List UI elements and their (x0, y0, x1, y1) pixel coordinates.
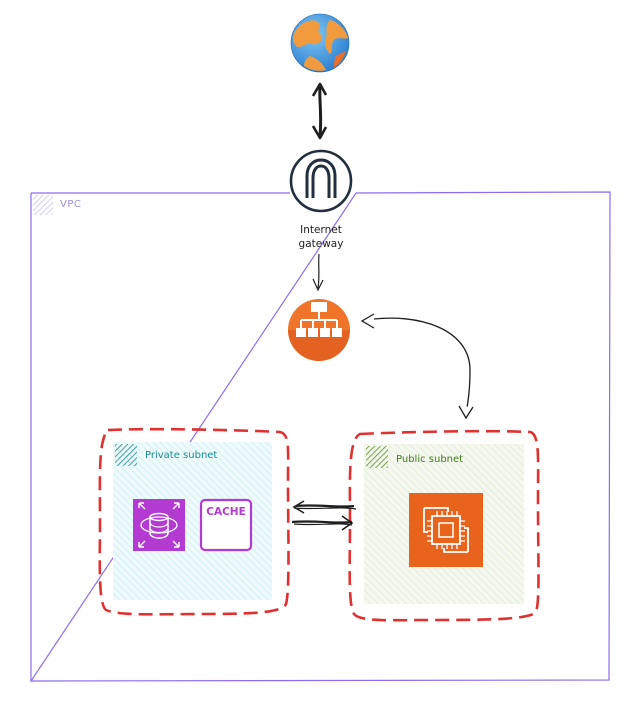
private-subnet-label: Private subnet (145, 450, 218, 461)
elasticache-label: CACHE (206, 506, 246, 518)
public-subnet-label: Public subnet (396, 454, 464, 465)
vpc-label: VPC (60, 199, 82, 210)
subnet-connection-arrows (291, 500, 357, 531)
internet-gateway-label: Internet gateway (281, 223, 361, 251)
elb-ec2-arrow (360, 313, 474, 420)
gateway-elb-arrow (312, 253, 324, 292)
vpc-boundary (29, 191, 611, 682)
public-subnet-icon (366, 446, 388, 468)
internet-gateway-label-line1: Internet (300, 224, 342, 236)
vpc-icon (33, 195, 53, 215)
load-balancer-icon (288, 299, 350, 361)
elasticache-icon: CACHE (199, 498, 253, 552)
rds-database-icon (133, 499, 185, 551)
ec2-instance-icon (409, 493, 483, 567)
globe-icon (290, 13, 350, 73)
internet-gateway-label-line2: gateway (298, 238, 344, 250)
globe-gateway-arrow (311, 82, 328, 140)
internet-gateway-icon (289, 149, 353, 213)
private-subnet-icon (115, 444, 137, 466)
